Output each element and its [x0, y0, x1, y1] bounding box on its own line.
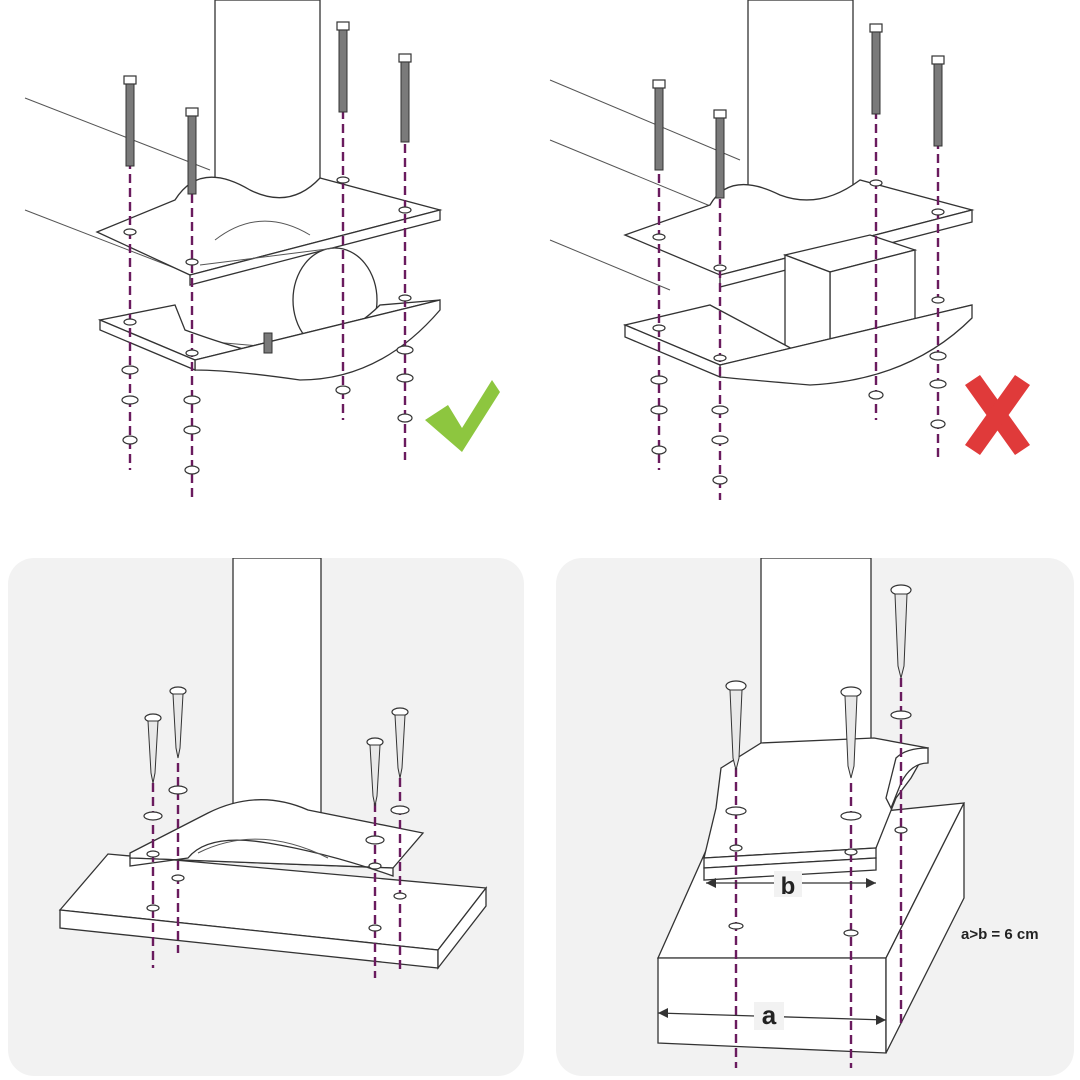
panel-base-plate-mount	[8, 558, 524, 1076]
cross-icon	[965, 375, 1030, 455]
round-pipe-clamp-diagram	[24, 0, 500, 500]
bolt-4	[931, 55, 945, 147]
dimension-b-label: b	[781, 873, 796, 900]
bolt-1	[123, 75, 137, 167]
screw-3	[890, 584, 912, 679]
dimension-a-label: a	[762, 1000, 777, 1030]
base-board	[58, 853, 488, 970]
screw-2	[840, 686, 862, 779]
bolt-2	[185, 107, 199, 195]
screw-2	[169, 686, 187, 759]
screw-1	[725, 680, 747, 771]
panel-square-pipe-clamp	[540, 0, 1080, 520]
bolt-1	[652, 79, 666, 171]
edge-clamp	[703, 737, 930, 881]
square-pipe-clamp-diagram	[549, 0, 1030, 500]
dimension-a: a	[657, 1000, 887, 1030]
bolt-3	[869, 23, 883, 115]
dimension-rule-text: a>b = 6 cm	[961, 926, 1039, 943]
dimension-b: b	[706, 871, 876, 900]
screw-3	[366, 737, 384, 807]
check-icon	[425, 380, 500, 452]
vertical-pipe	[747, 0, 854, 201]
panel-edge-block-mount: b a a>b = 6 cm	[556, 558, 1074, 1076]
bolt-4	[398, 53, 412, 143]
vertical-pipe	[214, 0, 321, 201]
bolt-2	[713, 109, 727, 199]
vertical-pipe	[232, 558, 322, 814]
bolt-3	[336, 21, 350, 113]
screw-4	[391, 707, 409, 779]
screw-1	[144, 713, 162, 784]
edge-block-mount-diagram: b a a>b = 6 cm	[656, 558, 1039, 1068]
base-plate-mount-diagram	[58, 558, 488, 978]
panel-round-pipe-clamp	[0, 0, 540, 520]
